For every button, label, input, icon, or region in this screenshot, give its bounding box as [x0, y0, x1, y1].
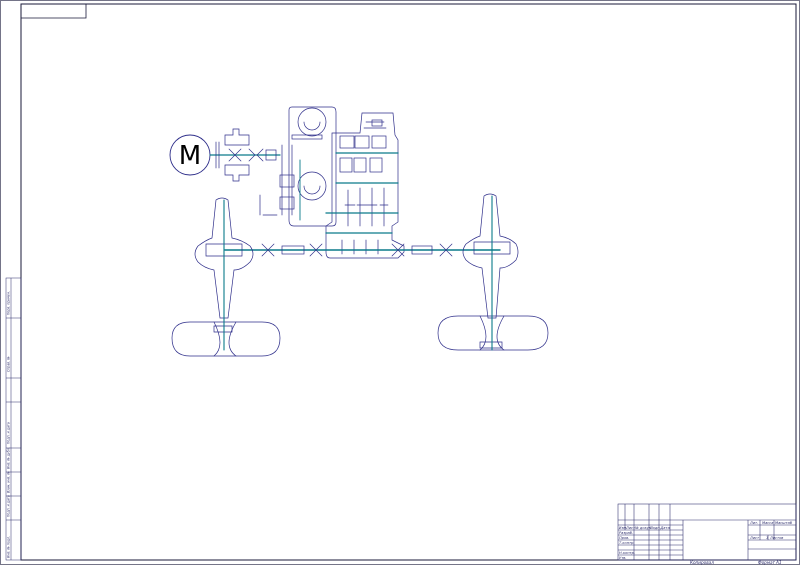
footer-format-label: Формат	[758, 560, 776, 565]
footer-copied: Копировал	[690, 560, 714, 565]
footer-format-value: A1	[775, 560, 782, 565]
motor-label: M	[179, 141, 201, 171]
side-cell-sign-date-2: Подп. и дата	[7, 495, 11, 517]
tb-sheet-label: Лист	[749, 536, 760, 540]
gearbox-housing	[325, 112, 405, 259]
kinematic-scheme: M	[169, 106, 549, 357]
tb-sheets-label: Листов	[769, 536, 783, 540]
gearbox-shafts	[299, 152, 399, 234]
side-stamp	[5, 277, 22, 561]
side-cell-dup-inv: Инв. № дубл.	[7, 447, 11, 469]
tb-sheets-value: 1	[766, 536, 768, 540]
title-block-text: Изм. Лист № докум. Подп. Дата Разраб. Пр…	[619, 521, 793, 560]
left-wheel-assembly	[171, 197, 281, 357]
right-wheel-assembly	[437, 193, 549, 351]
tb-header-date: Дата	[660, 526, 670, 530]
side-cell-orig-inv: Инв. № подл.	[7, 536, 11, 558]
side-cell-sign-date-1: Подп. и дата	[7, 422, 11, 444]
tb-info-mass: Масса	[762, 521, 773, 525]
motor: M	[169, 134, 211, 176]
tb-header-doc-no: № докум.	[634, 526, 653, 530]
input-shaft	[209, 128, 281, 182]
footer-text: Копировал Формат A1	[690, 560, 782, 565]
tb-info-scale: Масштаб	[775, 521, 793, 525]
tb-role-norm-control: Н.контр.	[619, 551, 635, 555]
side-cell-first-use: Перв. примен.	[7, 291, 11, 315]
side-cell-replace-inv: Взам. инв. №	[7, 471, 11, 493]
tb-header-sheet: Лист	[625, 526, 636, 530]
side-cell-ref-no: Справ. №	[7, 356, 11, 372]
main-drive-shaft	[224, 243, 501, 257]
tb-header-change: Изм.	[619, 526, 627, 530]
tb-role-developer: Разраб.	[619, 531, 633, 535]
tb-role-tech-control: Т.контр.	[619, 541, 635, 545]
tb-role-checker: Пров.	[619, 536, 629, 540]
tb-header-sign: Подп.	[650, 526, 661, 530]
tb-info-letter: Лит.	[749, 521, 758, 525]
title-block	[617, 503, 797, 561]
side-stamp-labels: Перв. примен. Справ. № Подп. и дата Инв.…	[7, 291, 11, 558]
brake-housing	[259, 106, 337, 227]
tb-role-approved: Утв.	[619, 556, 627, 560]
